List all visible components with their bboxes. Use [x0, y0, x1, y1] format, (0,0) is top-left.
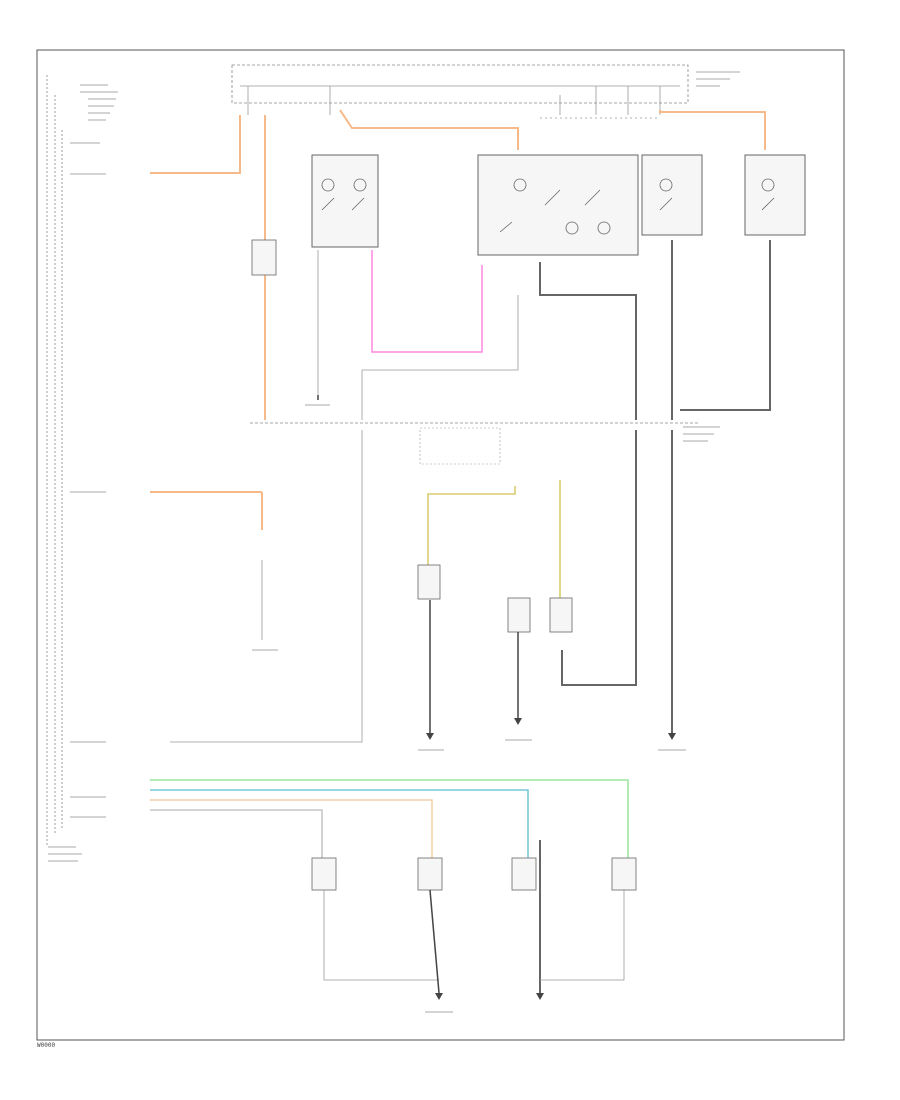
- thin-gray-wires: [170, 250, 519, 743]
- bottom-return-wires: [323, 890, 625, 981]
- annotation-marks: [48, 71, 740, 862]
- lamp-middle-right: [549, 597, 573, 633]
- switch-contacts: [321, 189, 775, 233]
- lamp-symbols: [321, 178, 775, 235]
- ground-symbols: [426, 718, 676, 1000]
- lamp-bottom-4: [611, 857, 637, 891]
- connector-inner-box: [419, 427, 501, 465]
- footer-code: W0000: [37, 1042, 56, 1049]
- left-lamp-component: [251, 239, 277, 276]
- ground-wire-bottom: [429, 889, 440, 994]
- lamp-middle-left: [417, 564, 441, 600]
- pink-wire: [371, 250, 483, 353]
- fuse-block-box: [231, 64, 689, 104]
- lamp-middle-center: [507, 597, 531, 633]
- bottom-wire-bundle: [150, 779, 629, 858]
- lamp-bottom-1: [311, 857, 337, 891]
- diagram-frame: [36, 49, 845, 1041]
- lamp-bottom-2: [417, 857, 443, 891]
- relay-box-courtesy: [311, 154, 379, 248]
- fuse-taps: [247, 86, 661, 115]
- mirror-box-right: [744, 154, 806, 236]
- ground-label-marks: [252, 404, 686, 1013]
- orange-wires: [150, 109, 766, 530]
- relay-box-center: [477, 154, 639, 256]
- lamp-bottom-3: [511, 857, 537, 891]
- mirror-box-left: [641, 154, 703, 236]
- yellow-wires: [427, 480, 561, 598]
- ground-wires-middle: [317, 395, 519, 735]
- gray-thick-wires: [539, 240, 771, 995]
